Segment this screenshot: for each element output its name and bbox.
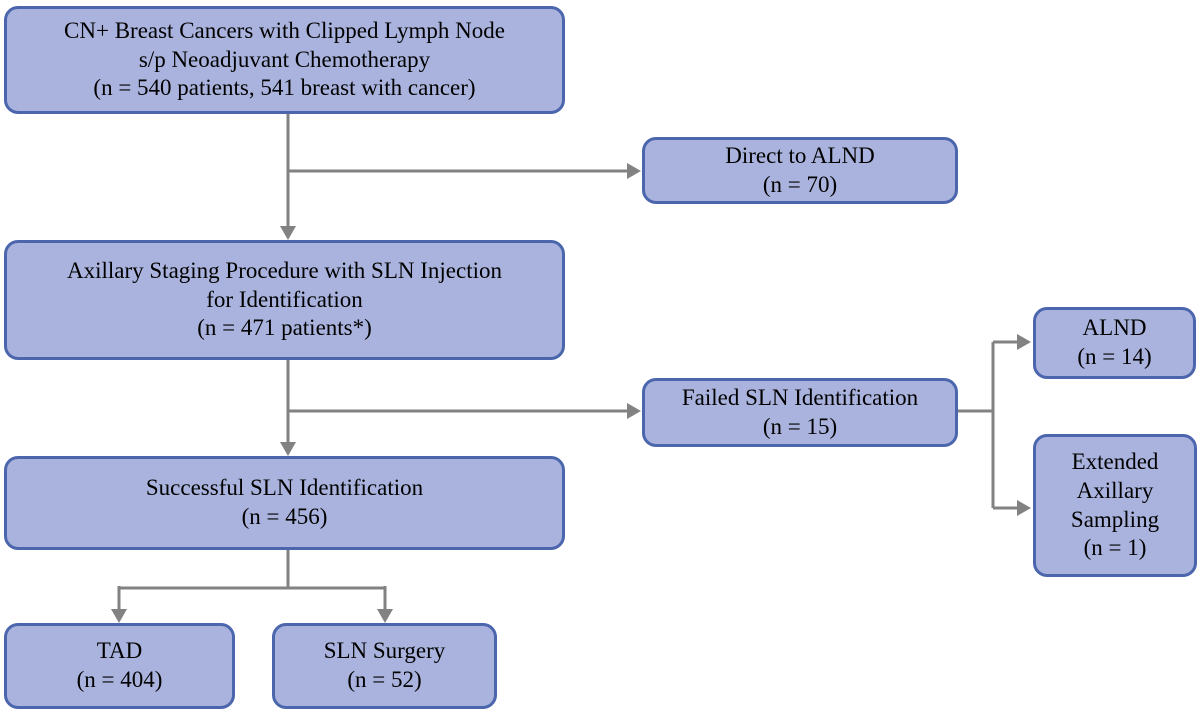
arrowhead-right-alnd [1017,334,1031,350]
node-axillary-staging: Axillary Staging Procedure with SLN Inje… [4,240,565,360]
node-sln-surgery: SLN Surgery (n = 52) [272,623,497,709]
node-alnd: ALND (n = 14) [1033,307,1196,379]
node-text-line: (n = 14) [1077,344,1152,369]
node-text-line: (n = 471 patients*) [197,315,372,341]
node-text-line: TAD [96,638,143,664]
node-successful-sln-identification: Successful SLN Identification (n = 456) [4,456,565,550]
node-cohort: CN+ Breast Cancers with Clipped Lymph No… [4,6,565,114]
node-text-line: ALND [1082,315,1147,341]
node-text-line: Failed SLN Identification [681,384,919,410]
node-text-line: Successful SLN Identification [145,475,424,501]
node-text-line: s/p Neoadjuvant Chemotherapy [138,46,431,72]
node-text-line: Axillary [1076,477,1154,503]
node-text-line: (n = 52) [347,667,422,692]
node-failed-sln-identification: Failed SLN Identification (n = 15) [642,378,958,447]
node-text-line: for Identification [206,286,363,312]
node-text-line: (n = 1) [1083,535,1147,561]
arrowhead-right-failed-sln [627,403,641,419]
node-extended-axillary-sampling: Extended Axillary Sampling (n = 1) [1033,434,1197,577]
arrowhead-down-staging [280,226,296,240]
arrowhead-right-direct-alnd [627,163,641,179]
node-text-line: (n = 15) [762,413,838,439]
node-text-line: Extended [1071,448,1159,474]
node-text-line: CN+ Breast Cancers with Clipped Lymph No… [64,17,505,43]
node-text-line: Direct to ALND [725,142,875,168]
node-direct-alnd: Direct to ALND (n = 70) [642,137,958,204]
node-text-line: SLN Surgery [323,638,446,664]
arrowhead-down-successful [280,442,296,456]
node-text-line: (n = 540 patients, 541 breast with cance… [93,75,476,101]
node-text-line: (n = 70) [762,171,838,197]
node-text-line: Sampling [1070,506,1160,532]
arrowhead-down-sln-surgery [377,609,393,623]
node-text-line: (n = 456) [241,504,328,529]
node-text-line: Axillary Staging Procedure with SLN Inje… [66,257,502,283]
arrowhead-down-tad [111,609,127,623]
arrowhead-right-extended [1017,500,1031,516]
node-text-line: (n = 404) [76,667,163,692]
node-tad: TAD (n = 404) [4,623,235,709]
